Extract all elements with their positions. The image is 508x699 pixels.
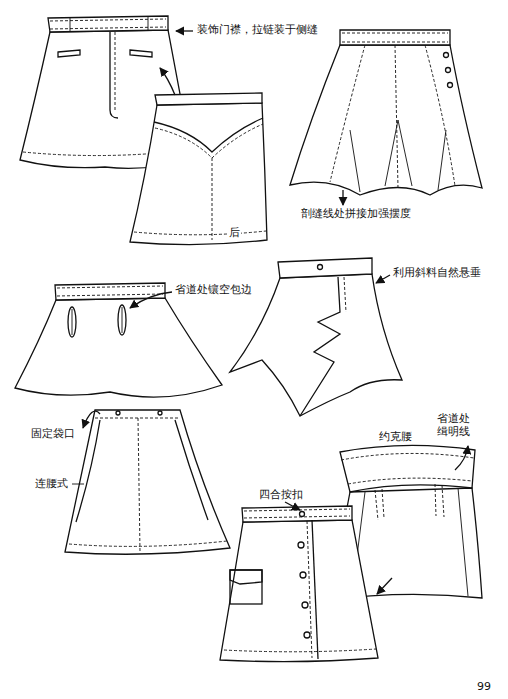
back-view-mark: 后 [228,226,241,239]
callout-note: 省道处镶空包边 [174,283,253,296]
skirt-back-yoke [130,68,267,245]
callout-note: 剖缝线处拼接加强摆度 [300,207,412,220]
skirt-piped-darts [15,283,222,397]
skirt-paneled-godet [290,30,482,205]
page-number: 99 [476,680,492,693]
skirt-bias-drape [230,258,402,416]
callout-note: 固定袋口 [30,427,76,440]
callout-note: 装饰门襟，拉链装于侧缝 [196,23,319,36]
skirt-wrap-snaps [220,502,392,662]
skirt-extended-waist [65,410,230,554]
callout-note: 省道处缉明线 [436,412,478,438]
callout-note: 利用斜料自然悬垂 [392,266,482,279]
callout-note: 连腰式 [34,477,69,490]
callout-note: 四合按扣 [258,488,304,501]
callout-note: 约克腰 [378,430,413,443]
